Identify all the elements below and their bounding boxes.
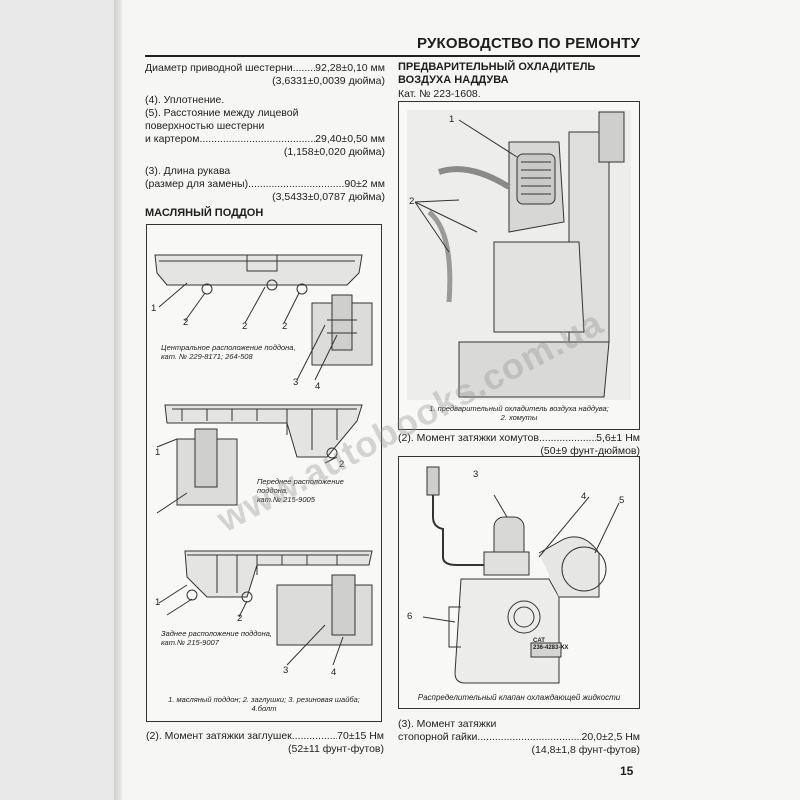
callout-1: 1 [151, 303, 157, 314]
callout-2: 2 [409, 196, 415, 207]
spec-value: 90±2 мм [344, 178, 385, 190]
aftercooler-caption: 1. предварительный охладитель воздуха на… [429, 404, 609, 422]
spec-sub: (1,158±0,020 дюйма) [283, 146, 385, 158]
rear-pan-caption: Заднее расположение поддона, кат.№ 215-9… [161, 629, 272, 647]
spec-label: Диаметр приводной шестерни [145, 62, 293, 74]
oil-pan-heading: МАСЛЯНЫЙ ПОДДОН [145, 207, 264, 219]
page-header-title: РУКОВОДСТВО ПО РЕМОНТУ [416, 35, 640, 52]
oil-pan-legend: 1. масляный поддон; 2. заглушки; 3. рези… [168, 695, 360, 713]
callout-1: 1 [155, 597, 161, 608]
aftercooler-photo: 1 2 1. предварительный охладитель воздух… [398, 101, 640, 430]
book-spine-shadow [114, 0, 124, 800]
valve-caption: Распределительный клапан охлаждающей жид… [417, 693, 621, 702]
spec-sub: (14,8±1,8 фунт-футов) [531, 744, 640, 756]
spec-value: 29,40±0,50 мм [315, 133, 385, 145]
callout-3: 3 [283, 665, 289, 676]
gear-spec-block: Диаметр приводной шестерни 92,28±0,10 мм… [145, 62, 385, 204]
callout-4: 4 [331, 667, 337, 678]
callout-3: 3 [473, 469, 479, 480]
spec-value: 5,6±1 Нм [596, 432, 640, 444]
callout-1: 1 [155, 447, 161, 458]
header-rule [145, 55, 640, 57]
plug-torque-spec: (2). Момент затяжки заглушек 70±15 Нм (5… [146, 730, 384, 756]
front-pan-caption: Переднее расположение поддона, кат.№ 215… [257, 477, 344, 504]
center-pan-caption: Центральное расположение поддона, кат. №… [161, 343, 296, 361]
spec-label-line: (3). Момент затяжки [398, 718, 497, 730]
callout-2: 2 [282, 321, 288, 332]
callout-2: 2 [183, 317, 189, 328]
callout-3: 3 [293, 377, 299, 388]
spec-sub: (3,6331±0,0039 дюйма) [272, 75, 385, 87]
spec-label: (2). Момент затяжки хомутов [398, 432, 539, 444]
oil-pan-drawing [154, 254, 373, 666]
clamp-torque-spec: (2). Момент затяжки хомутов 5,6±1 Нм (50… [398, 432, 640, 458]
aftercooler-heading: ПРЕДВАРИТЕЛЬНЫЙ ОХЛАДИТЕЛЬ ВОЗДУХА НАДДУ… [398, 61, 596, 86]
locknut-torque-spec: (3). Момент затяжки стопорной гайки 20,0… [398, 718, 640, 757]
spec-row: Диаметр приводной шестерни 92,28±0,10 мм [145, 62, 385, 75]
callout-4: 4 [581, 491, 587, 502]
spec-row: (размер для замены) 90±2 мм [145, 178, 385, 191]
spec-label-line: (5). Расстояние между лицевой [145, 107, 299, 119]
callout-4: 4 [315, 381, 321, 392]
valve-nameplate: CAT 236-4283-XX [533, 638, 569, 651]
spec-label: (4). Уплотнение. [145, 94, 225, 106]
spec-label: и картером [145, 133, 200, 145]
oil-pan-figure: 1 2 2 2 3 4 Центральное расположение под… [146, 224, 382, 722]
spec-value: 70±15 Нм [337, 730, 384, 742]
callout-5: 5 [619, 495, 625, 506]
callout-2: 2 [339, 459, 345, 470]
coolant-valve-figure: 3 4 5 6 CAT 236-4283-XX Распределительны… [398, 456, 640, 709]
spec-sub: (50±9 фунт-дюймов) [540, 445, 640, 457]
spec-label: стопорной гайки [398, 731, 478, 743]
aftercooler-part-number: Кат. № 223-1608. [398, 88, 481, 100]
spec-label: (размер для замены) [145, 178, 249, 190]
spec-value: 92,28±0,10 мм [315, 62, 385, 74]
coolant-valve-drawing [422, 466, 620, 684]
spec-sub: (3,5433±0,0787 дюйма) [272, 191, 385, 203]
callout-2: 2 [242, 321, 248, 332]
callout-2: 2 [237, 613, 243, 624]
callout-1: 1 [449, 114, 455, 125]
spec-sub: (52±11 фунт-футов) [287, 743, 384, 755]
spec-value: 20,0±2,5 Нм [581, 731, 640, 743]
aftercooler-drawing [407, 110, 631, 400]
spec-row: и картером 29,40±0,50 мм [145, 133, 385, 146]
spec-label: (2). Момент затяжки заглушек [146, 730, 292, 742]
page-number: 15 [620, 764, 634, 778]
spec-label-line: поверхностью шестерни [145, 120, 265, 132]
callout-6: 6 [407, 611, 413, 622]
spec-label-line: (3). Длина рукава [145, 165, 231, 177]
